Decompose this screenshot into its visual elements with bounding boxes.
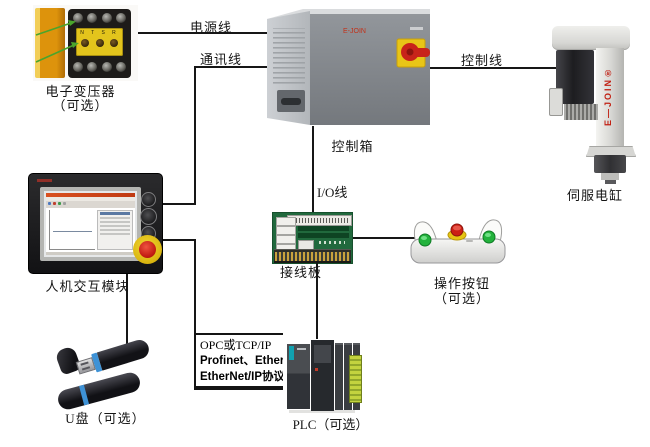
usb-body [96, 337, 152, 371]
io-line-label: I/O线 [317, 185, 348, 200]
usb-image [48, 337, 153, 412]
board-buttons-line [352, 237, 420, 239]
control-line [427, 67, 565, 69]
hmi-window-toolbar [46, 201, 135, 208]
transformer-label: 电子变压器 [45, 84, 116, 99]
transformer-bottom-terminals [73, 62, 126, 73]
servo-rod-end [605, 180, 616, 184]
transformer-top-terminals [73, 13, 126, 24]
hmi-chart-area [49, 210, 96, 250]
servo-cylinder-image: E—JOIN® [548, 24, 640, 184]
servo-top-cap [552, 26, 630, 50]
hmi-plc-line-h [158, 239, 196, 241]
board-plc-line [316, 261, 318, 339]
hmi-usb-line [126, 273, 128, 344]
vent-slots-icon [273, 28, 305, 86]
board-terminal-block [276, 217, 296, 226]
comm-line-label: 通讯线 [200, 52, 243, 67]
control-box-brand-text: E-JOIN [343, 28, 366, 35]
comm-line-v [194, 66, 196, 205]
power-line [138, 32, 272, 34]
transformer-label-panel: N T S R [76, 28, 123, 56]
servo-label: 伺服电缸 [566, 188, 623, 203]
board-screw-terminals [274, 249, 351, 263]
green-button-icon [418, 233, 432, 247]
protocol-line1: OPC或TCP/IP [200, 338, 272, 352]
comm-line-h1 [195, 66, 272, 68]
control-box-label: 控制箱 [331, 139, 374, 154]
transformer-optional-label: （可选） [52, 98, 109, 113]
hmi-window-titlebar [46, 193, 135, 197]
servo-bracket [549, 88, 563, 116]
hmi-image [28, 173, 163, 274]
board-silkscreen [319, 241, 345, 244]
usb-plug-icon [75, 357, 96, 375]
power-line-label: 电源线 [190, 20, 233, 35]
buttons-image [408, 218, 508, 268]
transformer-panel-dots [81, 39, 118, 48]
control-line-label: 控制线 [461, 53, 504, 68]
servo-lower-cylinder [594, 155, 626, 173]
buttons-label: 操作按钮 [433, 276, 490, 291]
buttons-optional-label: （可选） [433, 291, 490, 306]
knob-icon [141, 192, 156, 207]
hmi-table-area [97, 210, 133, 250]
comm-line-h2 [159, 203, 196, 205]
transformer-panel-text: N T S R [80, 30, 119, 36]
nameplate-icon [410, 27, 423, 30]
terminal-board-label: 接线板 [279, 265, 322, 280]
handle-icon [281, 98, 301, 105]
plc-shadow [289, 410, 355, 413]
usb-drive-capped [55, 370, 143, 412]
green-button-icon [482, 230, 496, 244]
protocol-line2: Profinet、EtherCAT [200, 355, 308, 367]
io-line [312, 126, 314, 214]
plc-brand-stripe [289, 346, 294, 360]
plc-module [335, 343, 343, 410]
board-top-connector [287, 215, 352, 226]
board-header-strip [298, 233, 349, 238]
protocol-line3: EtherNet/IP协议 [200, 371, 285, 383]
servo-cylinder-body: E—JOIN® [596, 48, 624, 149]
control-box-image: E-JOIN [263, 6, 433, 128]
hmi-window-menubar [46, 197, 135, 201]
hmi-plc-line-v [194, 239, 196, 334]
transformer-body: N T S R [68, 9, 131, 78]
board-terminal-block [276, 226, 296, 235]
servo-rod-tip [601, 173, 619, 180]
hmi-screen-frame [40, 187, 141, 261]
knob-icon [140, 208, 157, 225]
plc-module [287, 344, 310, 409]
hmi-brand-mark [37, 179, 52, 182]
board-header-strip [298, 226, 349, 231]
usb-drive-open [75, 337, 152, 378]
usb-label: U盘（可选） [65, 411, 146, 426]
usb-blue-ring [79, 384, 90, 406]
plc-module [311, 340, 334, 411]
hmi-label: 人机交互模块 [45, 279, 130, 294]
servo-brand-text: E—JOIN® [603, 66, 613, 127]
plc-image [283, 331, 368, 416]
transformer-coil-side [35, 8, 65, 78]
plc-module [344, 343, 352, 410]
servo-coupling [564, 104, 598, 120]
transformer-image: N T S R [33, 5, 138, 81]
control-box-front-face [310, 14, 430, 125]
green-arrows-icon [35, 20, 79, 63]
emergency-stop-icon [133, 235, 162, 264]
plc-label: PLC（可选） [292, 417, 369, 432]
hmi-window-statusbar [46, 252, 135, 255]
hmi-app-window [46, 193, 135, 255]
board-terminal-block [276, 235, 296, 244]
plc-green-connector [349, 355, 362, 403]
terminal-board-image [272, 212, 353, 264]
hmi-screen [44, 191, 137, 257]
